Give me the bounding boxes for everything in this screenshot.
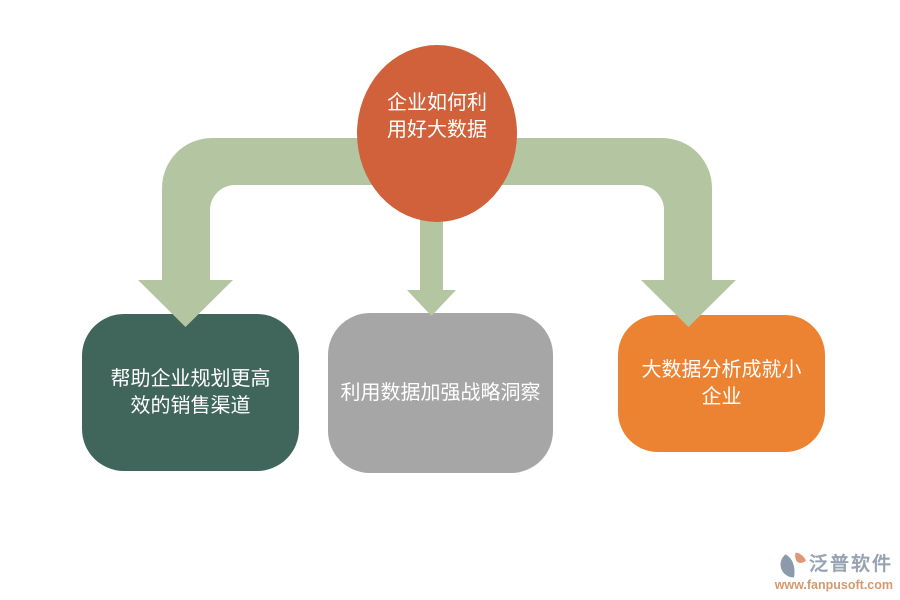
node-sales-channels-label: 帮助企业规划更高效的销售渠道 [110, 367, 271, 417]
watermark-brand-row: 泛普软件 [780, 551, 893, 578]
arrow-down-left-icon [138, 138, 437, 327]
node-strategic-insight: 利用数据加强战略洞察 [328, 313, 553, 473]
brand-name: 泛普软件 [808, 553, 893, 575]
node-strategic-insight-label: 利用数据加强战略洞察 [340, 381, 541, 404]
node-sales-channels: 帮助企业规划更高效的销售渠道 [82, 314, 299, 471]
center-node-label: 企业如何利用好大数据 [387, 91, 487, 141]
arrow-down-right-icon [437, 138, 736, 327]
node-small-business-label: 大数据分析成就小企业 [641, 358, 802, 408]
watermark: 泛普软件 www.fanpusoft.com [775, 551, 893, 592]
fanpu-logo-icon [780, 551, 807, 578]
node-small-business: 大数据分析成就小企业 [618, 315, 825, 452]
brand-url: www.fanpusoft.com [774, 578, 893, 592]
arrow-down-middle-icon [407, 195, 456, 316]
center-node: 企业如何利用好大数据 [357, 45, 517, 222]
